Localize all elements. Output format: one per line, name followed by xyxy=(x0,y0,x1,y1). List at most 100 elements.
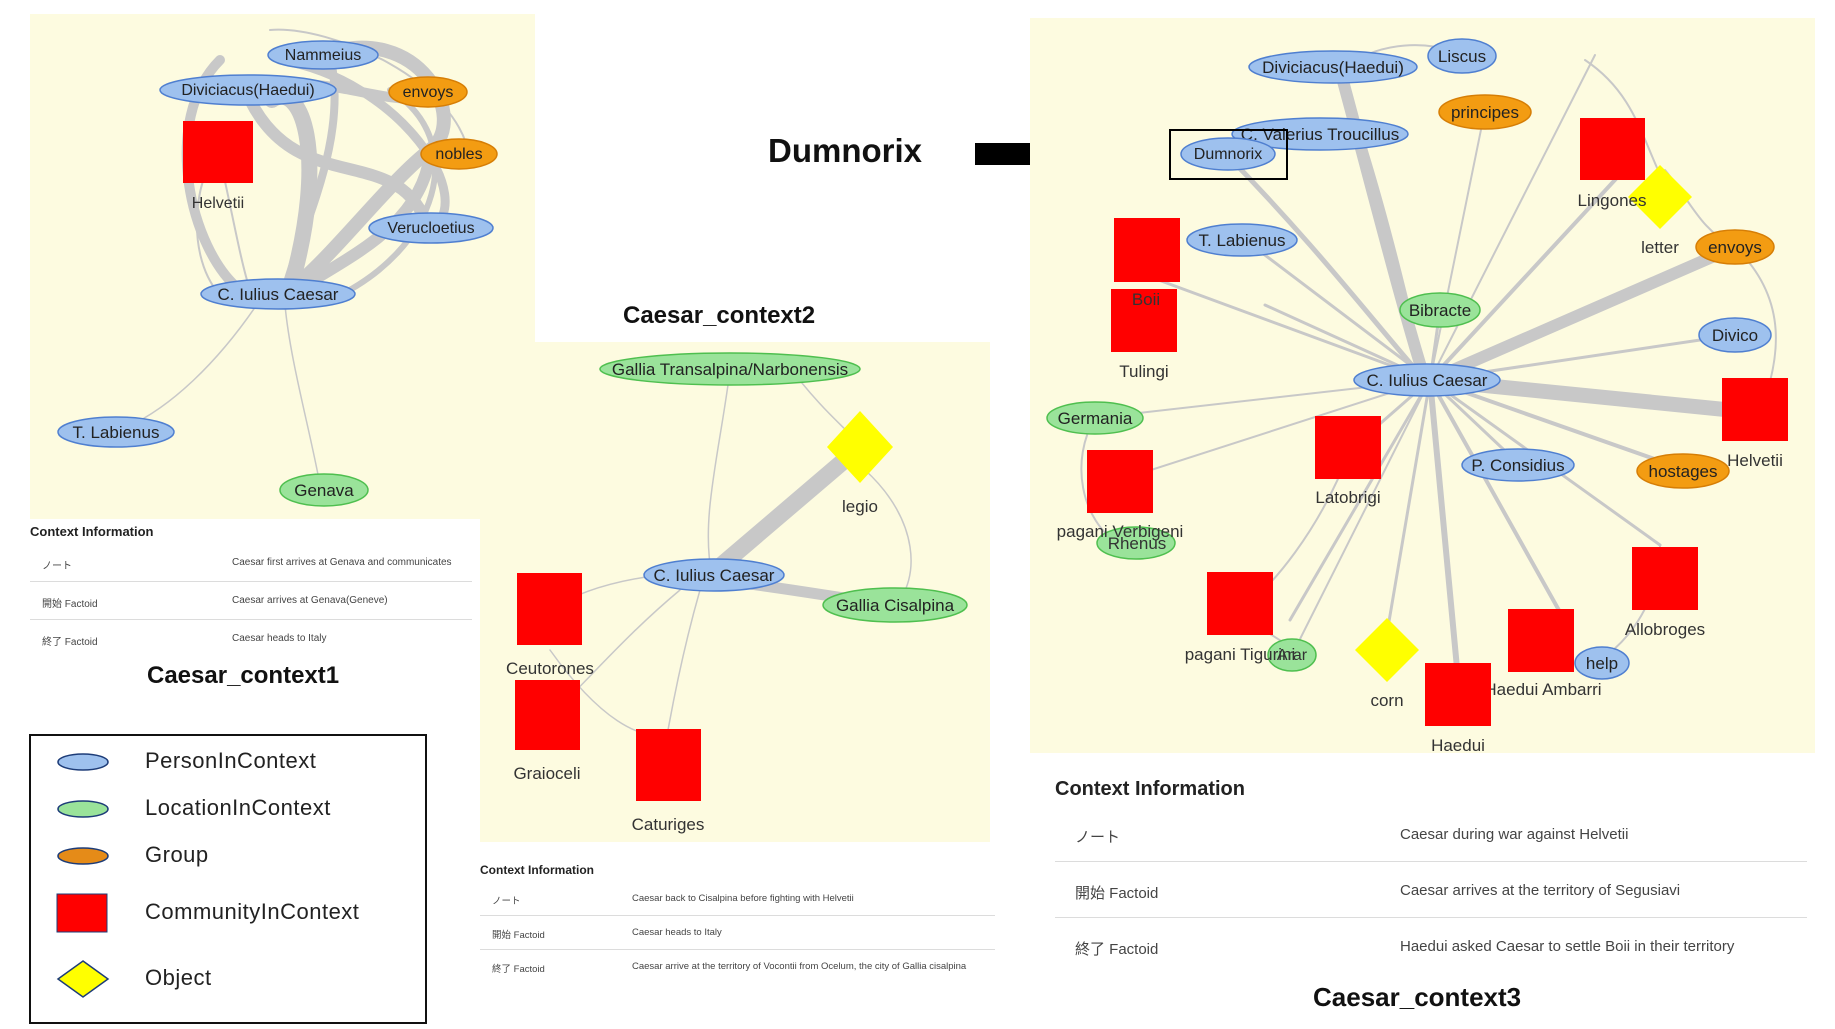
node-pagani-verbigeni[interactable] xyxy=(1087,450,1153,513)
info-row: ノート Caesar during war against Helvetii xyxy=(1055,806,1807,862)
node-genava[interactable] xyxy=(279,473,369,507)
edge xyxy=(269,28,471,161)
context3-title: Caesar_context3 xyxy=(1313,982,1522,1012)
node-tulingi[interactable] xyxy=(1111,289,1177,352)
context2-info-table: Context Information ノート Caesar back to C… xyxy=(480,858,995,983)
legend-label: Group xyxy=(145,842,209,867)
info-value: Haedui asked Caesar to settle Boii in th… xyxy=(1400,938,1735,955)
node-verucloetius[interactable] xyxy=(368,212,494,244)
node-label: Helvetii xyxy=(1727,451,1783,470)
object-diamond-icon xyxy=(56,960,110,998)
node-help[interactable] xyxy=(1574,646,1630,680)
node-envoys[interactable] xyxy=(388,76,468,108)
info-row: 開始 Factoid Caesar arrives at Genava(Gene… xyxy=(30,582,472,620)
node-label: Gallia Cisalpina xyxy=(836,596,955,615)
node-germania[interactable] xyxy=(1046,401,1144,435)
node-caesar[interactable] xyxy=(1353,363,1501,397)
node-liscus[interactable] xyxy=(1427,38,1497,74)
info-row: ノート Caesar back to Cisalpina before figh… xyxy=(480,882,995,916)
info-value: Caesar arrive at the territory of Vocont… xyxy=(632,961,967,972)
node-label: envoys xyxy=(1708,238,1762,257)
node-allobroges[interactable] xyxy=(1632,547,1698,610)
node-helvetii[interactable] xyxy=(1722,378,1788,441)
node-label: legio xyxy=(842,497,878,516)
node-label: pagani Verbigeni xyxy=(1057,522,1184,541)
node-label: Latobrigi xyxy=(1315,488,1380,507)
node-pagani-tigurini[interactable] xyxy=(1207,572,1273,635)
info-key: ノート xyxy=(492,896,521,907)
edge xyxy=(1424,241,1741,386)
node-arar[interactable] xyxy=(1267,638,1317,672)
node-label: Nammeius xyxy=(285,47,361,64)
edge xyxy=(1222,150,1428,383)
node-labienus[interactable] xyxy=(1186,223,1298,257)
node-label: Verucloetius xyxy=(387,220,474,237)
node-helvetii[interactable] xyxy=(183,121,253,183)
node-haedui[interactable] xyxy=(1425,663,1491,726)
node-rhenus[interactable] xyxy=(1096,526,1176,560)
info-row: 終了 Factoid Caesar arrive at the territor… xyxy=(480,950,995,983)
node-bibracte[interactable] xyxy=(1399,292,1481,328)
info-heading: Context Information xyxy=(1055,778,1245,800)
callout-label: Dumnorix xyxy=(768,132,923,169)
node-nobles[interactable] xyxy=(420,138,498,170)
node-boii[interactable] xyxy=(1114,218,1180,282)
legend-label: LocationInContext xyxy=(145,795,331,820)
node-labienus[interactable] xyxy=(57,416,175,448)
info-heading: Context Information xyxy=(30,524,154,539)
legend-label: PersonInContext xyxy=(145,748,317,773)
info-row: 終了 Factoid Caesar heads to Italy xyxy=(30,620,472,657)
node-divico[interactable] xyxy=(1698,317,1772,353)
node-label: C. Iulius Caesar xyxy=(654,566,775,585)
node-label: C. Valerius Troucillus xyxy=(1241,125,1399,144)
node-label: P. Considius xyxy=(1471,456,1564,475)
node-ceutorones[interactable] xyxy=(517,573,582,645)
node-envoys[interactable] xyxy=(1695,229,1775,265)
node-label: Bibracte xyxy=(1409,301,1471,320)
node-lingones[interactable] xyxy=(1580,118,1645,180)
node-gallia-cisalpina[interactable] xyxy=(822,587,968,623)
node-label: Arar xyxy=(1277,647,1308,664)
info-key: ノート xyxy=(42,561,72,572)
context1-title: Caesar_context1 xyxy=(147,662,340,689)
node-principes[interactable] xyxy=(1438,94,1532,130)
node-label: hostages xyxy=(1649,462,1718,481)
info-value: Caesar heads to Italy xyxy=(232,633,327,644)
context1-nodes: Nammeius Diviciacus(Haedui) envoys noble… xyxy=(57,40,498,507)
node-latobrigi[interactable] xyxy=(1315,416,1381,479)
info-value: Caesar back to Cisalpina before fighting… xyxy=(632,893,854,904)
node-label: Graioceli xyxy=(513,764,580,783)
node-label: Ceutorones xyxy=(506,659,594,678)
node-hostages[interactable] xyxy=(1636,453,1730,489)
node-label: Allobroges xyxy=(1625,620,1705,639)
edge xyxy=(1243,238,1432,382)
node-letter[interactable] xyxy=(1628,165,1692,229)
node-graioceli[interactable] xyxy=(515,680,580,750)
node-considius[interactable] xyxy=(1461,448,1575,482)
node-label: Liscus xyxy=(1438,47,1486,66)
node-diviciacus[interactable] xyxy=(1248,50,1418,84)
info-heading: Context Information xyxy=(480,863,594,877)
node-corn[interactable] xyxy=(1355,618,1419,682)
node-gallia-transalpina[interactable] xyxy=(599,352,861,386)
node-nammeius[interactable] xyxy=(267,40,379,70)
node-legio[interactable] xyxy=(827,411,893,483)
node-valerius[interactable] xyxy=(1231,117,1409,151)
info-row: 終了 Factoid Haedui asked Caesar to settle… xyxy=(1055,918,1807,973)
node-label: T. Labienus xyxy=(73,423,160,442)
node-caesar[interactable] xyxy=(643,558,785,592)
node-caturiges[interactable] xyxy=(636,729,701,801)
node-label: Diviciacus(Haedui) xyxy=(181,82,314,99)
edge xyxy=(1428,378,1572,632)
node-dumnorix[interactable] xyxy=(1180,137,1276,171)
edge xyxy=(1143,273,1432,382)
dumnorix-highlight-box xyxy=(1169,129,1288,180)
node-label: Caturiges xyxy=(632,815,705,834)
info-value: Caesar during war against Helvetii xyxy=(1400,826,1629,843)
node-caesar[interactable] xyxy=(200,278,356,310)
info-key: 開始 Factoid xyxy=(1075,885,1159,902)
node-diviciacus[interactable] xyxy=(159,74,337,106)
node-label: Haedui xyxy=(1431,736,1485,755)
node-haedui-ambarri[interactable] xyxy=(1508,609,1574,672)
